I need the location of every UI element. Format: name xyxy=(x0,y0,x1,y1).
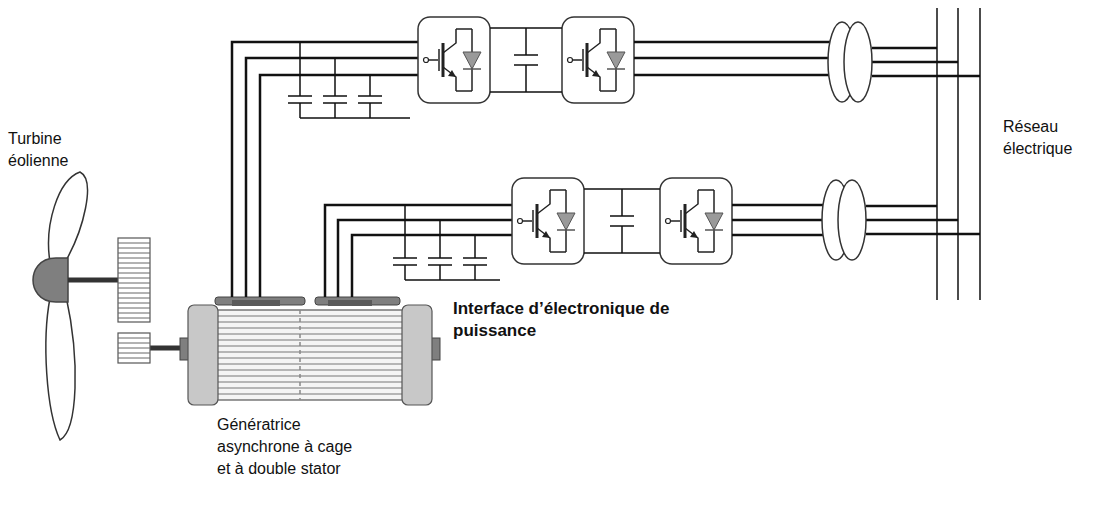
gearbox-part xyxy=(118,238,150,322)
generator-part xyxy=(214,310,406,400)
dc-link-part xyxy=(490,28,562,92)
transformer-part xyxy=(838,180,866,260)
generator-part xyxy=(402,305,432,405)
generator-part xyxy=(315,297,400,305)
capacitor-bank-part xyxy=(288,42,410,118)
stator-wiring-part xyxy=(246,58,418,297)
grid-busbar-part xyxy=(936,8,938,300)
turbine-blade-part xyxy=(46,296,75,440)
generator-part xyxy=(328,300,372,306)
generator-label: Génératrice asynchrone à cage et à doubl… xyxy=(217,414,367,480)
stator-wiring-part xyxy=(325,205,512,297)
gearbox-part xyxy=(118,333,150,363)
capacitor-bank-part xyxy=(393,205,500,280)
grid-wiring-part xyxy=(866,206,980,234)
generator-part xyxy=(214,316,406,394)
gearbox-part xyxy=(118,338,150,358)
converter-part xyxy=(512,178,584,264)
turbine-hub xyxy=(33,258,68,302)
grid-wiring-part xyxy=(872,48,980,76)
generator-part xyxy=(299,310,301,400)
grid-wiring-part xyxy=(634,42,830,75)
stator-wiring-part xyxy=(352,235,512,297)
generator-part xyxy=(232,300,280,306)
grid-busbar xyxy=(937,8,980,300)
converter-part xyxy=(660,178,732,264)
gearbox-part xyxy=(118,243,150,318)
generator-label-box: Génératrice asynchrone à cage et à doubl… xyxy=(217,414,367,480)
gearbox xyxy=(118,238,150,363)
generator xyxy=(180,297,440,405)
grid-wiring xyxy=(634,42,980,235)
power-electronics-label: Interface d’électronique de puissance xyxy=(453,298,715,342)
dc-link xyxy=(490,28,660,253)
generator-part xyxy=(215,297,305,305)
turbine-blade xyxy=(46,172,87,440)
turbine-hub-part xyxy=(33,258,68,302)
power-electronics-label-box: Interface d’électronique de puissance xyxy=(453,298,715,342)
grid-label-box: Réseau électrique xyxy=(1003,116,1107,160)
turbine-label: Turbine éolienne xyxy=(8,128,88,172)
converter xyxy=(418,17,732,264)
turbine-label-box: Turbine éolienne xyxy=(8,128,88,172)
transformer-part xyxy=(844,22,872,102)
grid-busbar-part xyxy=(957,8,959,300)
grid-label: Réseau électrique xyxy=(1003,116,1107,160)
converter-part xyxy=(562,17,634,103)
converter-part xyxy=(418,17,490,103)
dc-link-part xyxy=(584,189,660,253)
grid-busbar-part xyxy=(979,8,981,300)
turbine-blade-part xyxy=(49,172,88,264)
transformer xyxy=(822,22,872,260)
grid-wiring-part xyxy=(732,205,824,235)
generator-part xyxy=(188,305,218,405)
shaft-part xyxy=(68,278,118,283)
